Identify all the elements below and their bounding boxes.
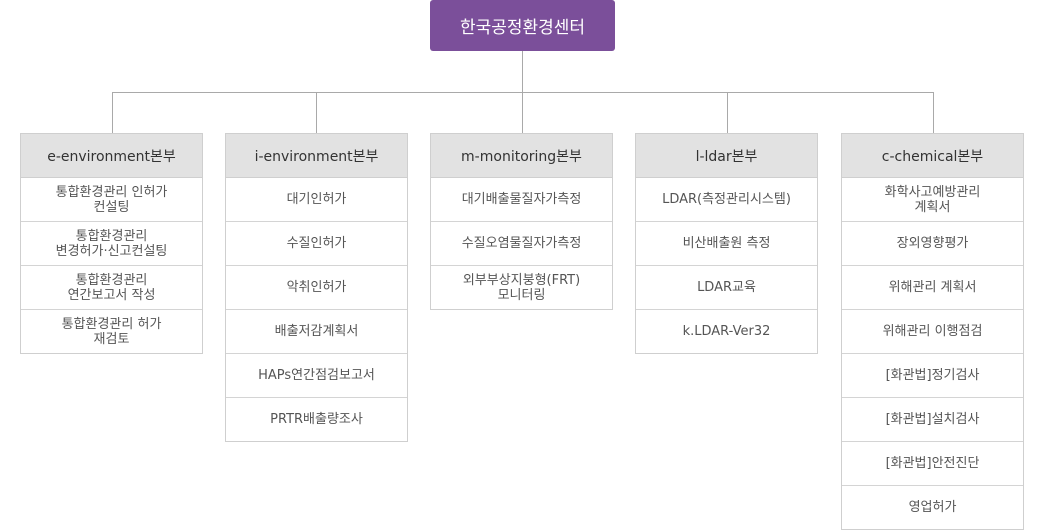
division-title: e-environment본부 [21, 134, 202, 178]
service-item: 위해관리 계획서 [842, 266, 1023, 310]
service-item: 통합환경관리 허가 재검토 [61, 316, 162, 347]
service-item: 대기배출물질자가측정 [431, 178, 612, 222]
division-title: l-ldar본부 [636, 134, 817, 178]
connector-bus [112, 92, 934, 93]
service-item: 통합환경관리 인허가 컨설팅 [21, 178, 202, 222]
service-item: LDAR교육 [636, 266, 817, 310]
service-item: k.LDAR-Ver32 [682, 324, 771, 339]
service-item: 수질오염물질자가측정 [431, 222, 612, 266]
service-item: 장외영향평가 [842, 222, 1023, 266]
service-item: HAPs연간점검보고서 [226, 354, 407, 398]
connector-drop-2 [316, 92, 317, 133]
service-item: 통합환경관리 연간보고서 작성 [21, 266, 202, 310]
division-title: i-environment본부 [226, 134, 407, 178]
service-item: [화관법]안전진단 [842, 442, 1023, 486]
service-item: [화관법]정기검사 [842, 354, 1023, 398]
service-item: 대기인허가 [226, 178, 407, 222]
root-label: 한국공정환경센터 [459, 18, 586, 38]
service-item: 외부부상지붕형(FRT) 모니터링 [462, 272, 581, 303]
connector-drop-5 [933, 92, 934, 133]
division-title: m-monitoring본부 [431, 134, 612, 178]
service-item: 위해관리 이행점검 [842, 310, 1023, 354]
service-item: 비산배출원 측정 [636, 222, 817, 266]
service-item: LDAR(측정관리시스템) [636, 178, 817, 222]
division-title: c-chemical본부 [842, 134, 1023, 178]
service-item: 영업허가 [908, 500, 957, 515]
connector-drop-3 [522, 92, 523, 133]
service-item: 배출저감계획서 [226, 310, 407, 354]
connector-trunk [522, 51, 523, 93]
service-item: PRTR배출량조사 [270, 412, 363, 427]
service-item: [화관법]설치검사 [842, 398, 1023, 442]
connector-drop-4 [727, 92, 728, 133]
service-item: 수질인허가 [226, 222, 407, 266]
root-node: 한국공정환경센터 [430, 0, 615, 51]
service-item: 통합환경관리 변경허가·신고컨설팅 [21, 222, 202, 266]
service-item: 악취인허가 [226, 266, 407, 310]
service-item: 화학사고예방관리 계획서 [842, 178, 1023, 222]
connector-drop-1 [112, 92, 113, 133]
